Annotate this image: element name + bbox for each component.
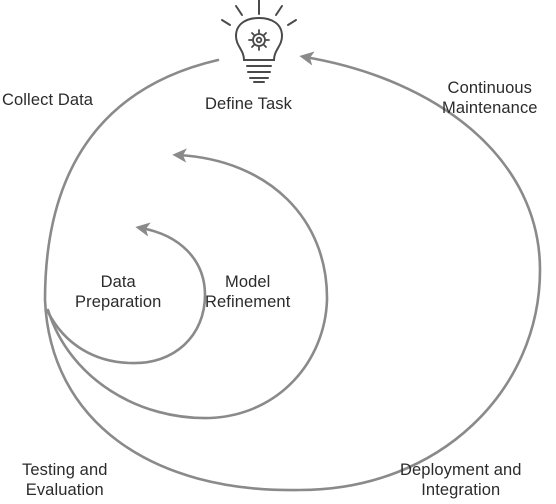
label-define-task: Define Task (205, 95, 293, 113)
label-data-preparation: Data Preparation (75, 273, 162, 311)
label-model-refinement: Model Refinement (205, 273, 291, 311)
lightbulb-icon (221, 0, 297, 83)
label-deployment-integration: Deployment and Integration (400, 461, 522, 499)
model-refinement-arrow (46, 148, 329, 420)
label-continuous-maintenance: Continuous Maintenance (442, 79, 538, 117)
gear-icon (248, 29, 270, 51)
label-testing-evaluation: Testing and Evaluation (22, 461, 108, 499)
label-collect-data: Collect Data (2, 91, 94, 109)
outer-cycle-arrow (43, 51, 542, 492)
data-preparation-arrow (46, 222, 207, 365)
